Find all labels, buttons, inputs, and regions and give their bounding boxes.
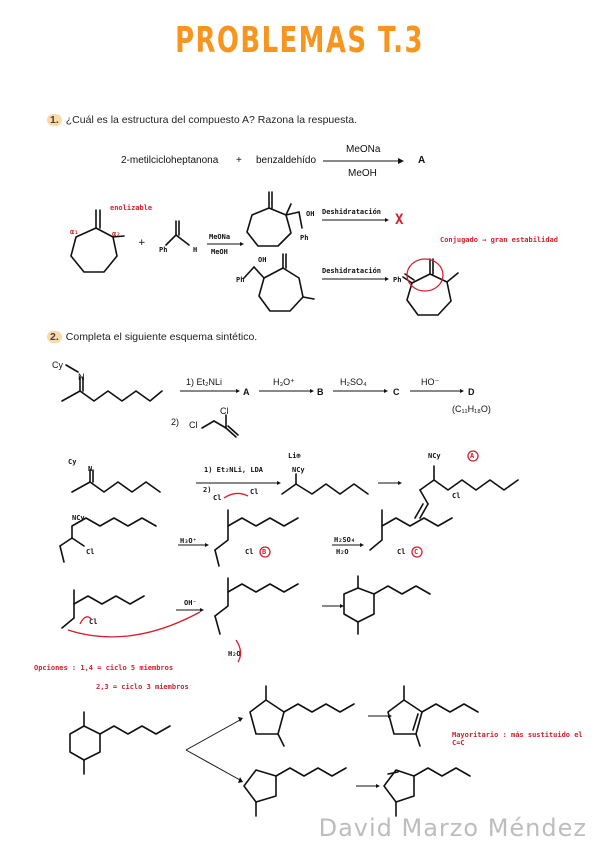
hand-row2-start bbox=[59, 517, 157, 563]
h-label: H bbox=[193, 246, 198, 254]
methylcycloheptanone-structure bbox=[70, 209, 125, 273]
compound-D: D bbox=[468, 387, 475, 397]
enolizable-note: enolizable bbox=[110, 204, 153, 212]
aldol-product-lower bbox=[243, 253, 315, 312]
ncy-hand: NCy bbox=[292, 466, 305, 474]
ncy-hand-A: NCy bbox=[428, 452, 441, 460]
options-line-1: Opciones : 1,4 = ciclo 5 miembros bbox=[34, 664, 174, 672]
cl-hand-2: Cl bbox=[250, 488, 259, 496]
n-label: N bbox=[78, 372, 85, 382]
footer-author: David Marzo Méndez bbox=[318, 814, 587, 842]
dichloropropene-structure bbox=[201, 414, 239, 438]
question-2: 2. Completa el siguiente esquema sintéti… bbox=[47, 331, 257, 343]
reactant-1: 2-metilcicloheptanona bbox=[121, 155, 219, 166]
q1-reaction-arrow bbox=[323, 158, 404, 164]
ph-label-upper: Ph bbox=[300, 234, 309, 242]
compound-A: A bbox=[243, 387, 250, 397]
cl-hand-B: Cl bbox=[245, 548, 254, 556]
options-line-2: 2,3 = ciclo 3 miembros bbox=[96, 683, 189, 691]
oh-minus-hand: OH⁻ bbox=[184, 599, 197, 607]
oh-label-upper: OH bbox=[306, 210, 315, 218]
hand-row3-start bbox=[61, 589, 145, 629]
dehydration-upper: Deshidratación bbox=[322, 208, 382, 216]
alpha-1-label: α₁ bbox=[70, 228, 79, 236]
curved-arrow-2 bbox=[67, 611, 201, 638]
label-A-circle: A bbox=[470, 452, 475, 460]
cl-label-left: Cl bbox=[189, 420, 198, 430]
conjugated-product bbox=[402, 258, 459, 316]
formula-D: (C₁₁H₁₈O) bbox=[452, 404, 491, 414]
oh-label-lower: OH bbox=[258, 256, 267, 264]
cl-hand-A: Cl bbox=[452, 492, 461, 500]
alpha-2-label: α₂ bbox=[112, 230, 121, 238]
n-hand: N bbox=[88, 465, 93, 473]
cyclopentenone-upper bbox=[387, 685, 479, 747]
hand-step1: 1) Et₂NLi, LDA bbox=[204, 466, 264, 474]
reagent-top: MeONa bbox=[346, 144, 381, 155]
ph-label: Ph bbox=[159, 246, 168, 254]
question-text: ¿Cuál es la estructura del compuesto A? … bbox=[65, 114, 358, 126]
h2o-hand-row3: H₂O bbox=[228, 650, 241, 658]
hand-compound-B bbox=[214, 509, 299, 567]
h3o-label: H₃O⁺ bbox=[273, 377, 295, 387]
product-label: A bbox=[418, 155, 426, 166]
cl-hand-row3: Cl bbox=[89, 618, 98, 626]
cyclopentanone-upper bbox=[249, 685, 355, 747]
plus-sign: + bbox=[236, 155, 242, 166]
majority-note: Mayoritario : más sustituido el C=C bbox=[452, 731, 583, 747]
hand-step2: 2) bbox=[203, 486, 212, 494]
cross-mark: X bbox=[395, 212, 404, 228]
h3o-hand: H₃O⁺ bbox=[180, 537, 197, 545]
conjugation-circle bbox=[406, 258, 444, 292]
plus-hand: + bbox=[138, 238, 146, 248]
cl-hand-C: Cl bbox=[397, 548, 406, 556]
benzaldehyde-structure bbox=[165, 220, 190, 246]
hand-row3-ring bbox=[343, 575, 431, 635]
hand-compound-C bbox=[369, 509, 453, 551]
page-title: PROBLEMAS T.3 bbox=[175, 20, 424, 61]
reactant-2: benzaldehído bbox=[256, 155, 317, 166]
compound-B: B bbox=[317, 387, 324, 397]
h2so4-label: H₂SO₄ bbox=[340, 377, 367, 387]
curved-arrow-1 bbox=[223, 492, 249, 499]
cyclopentenone-lower bbox=[383, 767, 471, 817]
ph-label-product: Ph bbox=[393, 276, 402, 284]
cl-hand-1: Cl bbox=[213, 494, 222, 502]
h2o-hand: H₂O bbox=[336, 548, 349, 556]
question-text: Completa el siguiente esquema sintético. bbox=[65, 331, 258, 343]
hand-anion-row1 bbox=[281, 473, 369, 495]
conjugated-note: Conjugado → gran estabilidad bbox=[440, 236, 559, 244]
dehydration-lower: Deshidratación bbox=[322, 267, 382, 275]
curved-arrow-3 bbox=[79, 616, 93, 625]
h2so4-hand: H₂SO₄ bbox=[334, 536, 356, 544]
li-hand: Li⊕ bbox=[288, 452, 301, 460]
arrow-bottom-label: MeOH bbox=[211, 248, 228, 256]
cl-label-top: Cl bbox=[220, 406, 229, 416]
arrow-top-label: MeONa bbox=[209, 233, 231, 241]
ho-label: HO⁻ bbox=[421, 377, 440, 387]
cl-hand-row2: Cl bbox=[86, 548, 95, 556]
question-number: 1. bbox=[47, 114, 62, 126]
reagent-bottom: MeOH bbox=[348, 168, 377, 179]
hand-compound-A bbox=[414, 465, 519, 519]
question-1: 1. ¿Cuál es la estructura del compuesto … bbox=[47, 114, 357, 126]
question-number: 2. bbox=[47, 331, 62, 343]
ph-label-lower: Ph bbox=[236, 276, 245, 284]
cy-hand: Cy bbox=[68, 458, 77, 466]
cy-label: Cy bbox=[52, 360, 63, 370]
imine-start-structure bbox=[61, 364, 163, 402]
cyclopentanone-lower bbox=[243, 767, 347, 817]
hand-row3-middle bbox=[214, 577, 299, 635]
compound-C: C bbox=[393, 387, 400, 397]
step1-label: 1) Et₂NLi bbox=[186, 377, 223, 387]
hand-diketone bbox=[69, 711, 171, 775]
step2-label: 2) bbox=[171, 417, 180, 427]
label-B-circle: B bbox=[262, 548, 267, 556]
ncy-hand-row2: NCy bbox=[72, 514, 85, 522]
label-C-circle: C bbox=[414, 548, 419, 556]
aldol-product-upper bbox=[246, 191, 303, 247]
hand-imine-row1 bbox=[71, 469, 161, 493]
